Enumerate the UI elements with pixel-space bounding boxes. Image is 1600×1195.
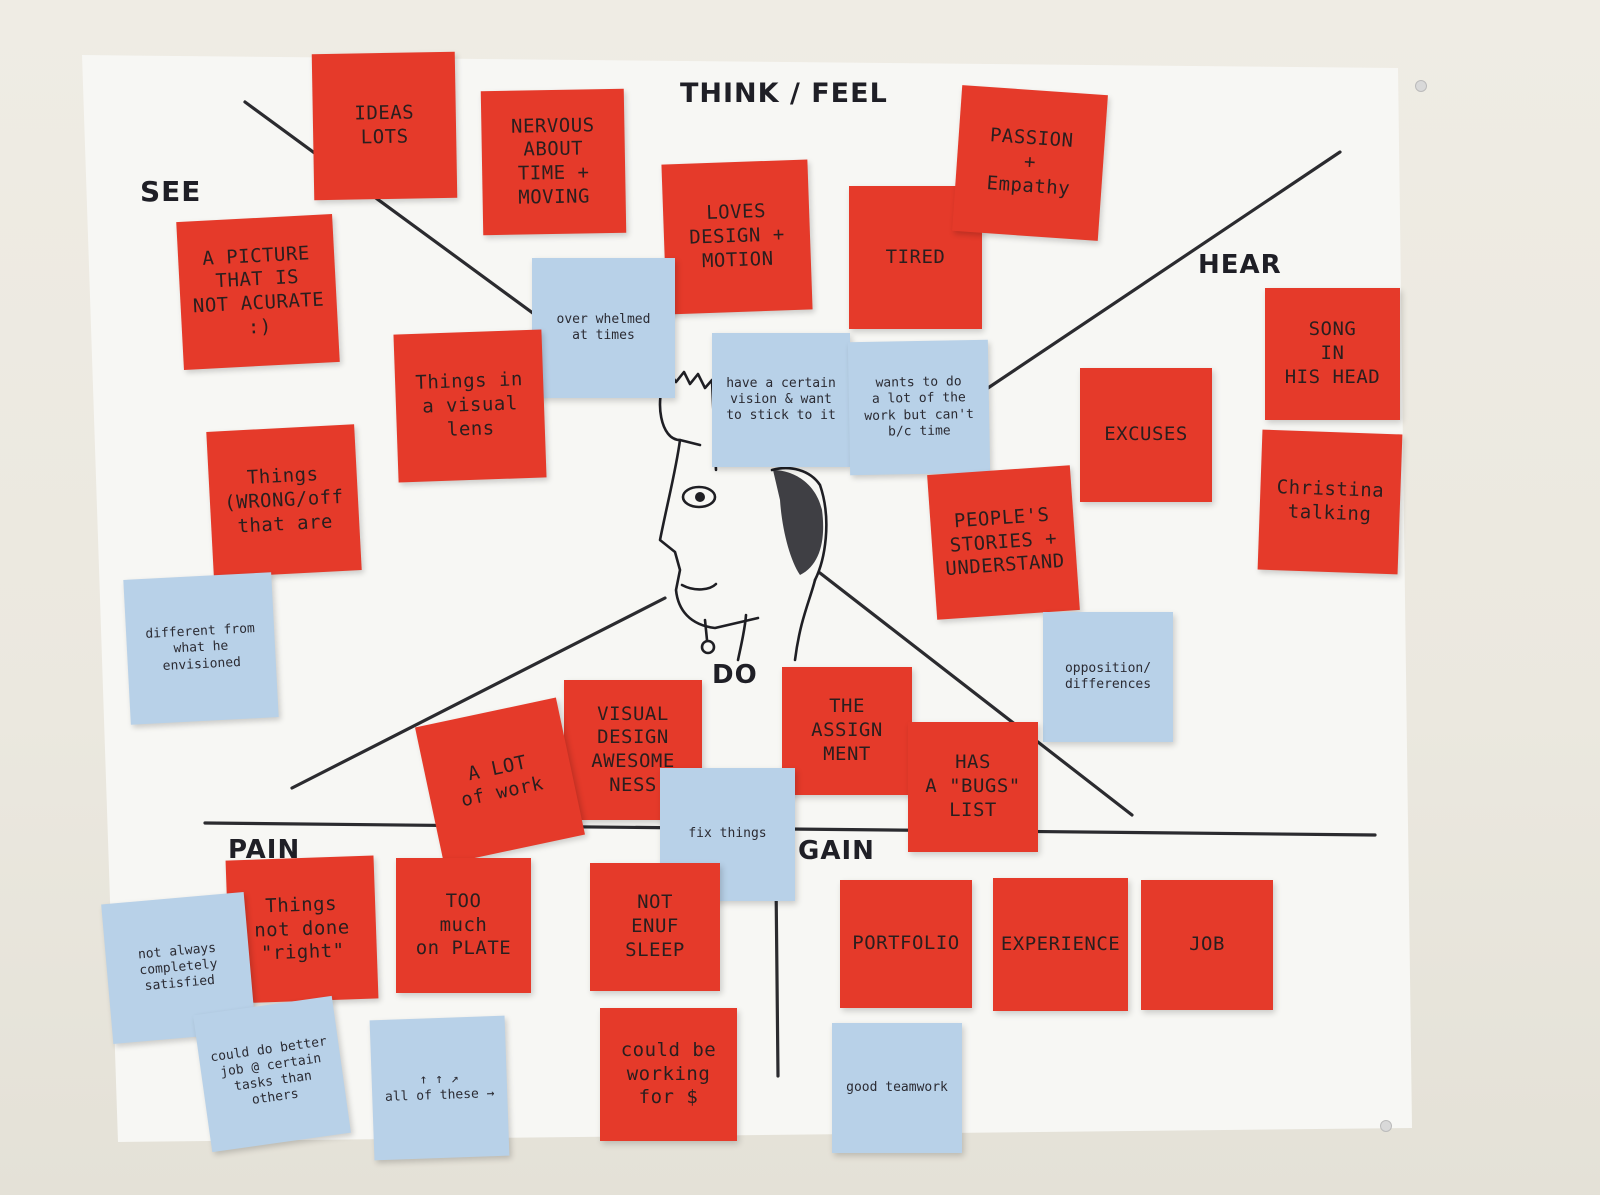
sticky-note: ↑ ↑ ↗ all of these → (369, 1015, 510, 1161)
head-sketch (658, 368, 828, 662)
sticky-note: PORTFOLIO (840, 880, 972, 1008)
sticky-note: NERVOUS ABOUT TIME + MOVING (480, 88, 627, 236)
sticky-note: opposition/ differences (1043, 612, 1173, 742)
sticky-note: Things in a visual lens (393, 329, 547, 483)
sticky-note: THE ASSIGN MENT (782, 667, 912, 795)
divider-think-hear (983, 150, 1342, 392)
sticky-note: could do better job @ certain tasks than… (193, 995, 351, 1153)
sticky-note: SONG IN HIS HEAD (1265, 288, 1400, 420)
sticky-note: NOT ENUF SLEEP (590, 863, 720, 991)
divider-hear-do (818, 571, 1134, 817)
divider-pain-gain-vertical (774, 878, 780, 1078)
label-think-feel: THINK / FEEL (680, 78, 888, 109)
sticky-note: IDEAS LOTS (311, 51, 458, 201)
label-hear: HEAR (1198, 250, 1282, 280)
sticky-note: could be working for $ (600, 1008, 737, 1141)
sticky-note: A LOT of work (415, 697, 585, 865)
sticky-note: good teamwork (832, 1023, 962, 1153)
label-see: SEE (140, 175, 202, 208)
push-pin (1415, 80, 1427, 92)
sticky-note: have a certain vision & want to stick to… (712, 333, 850, 467)
sticky-note: Christina talking (1257, 429, 1403, 575)
divider-see-think (243, 100, 562, 335)
sticky-note: PASSION + Empathy (952, 85, 1108, 241)
sticky-note: LOVES DESIGN + MOTION (661, 159, 813, 315)
sticky-note: wants to do a lot of the work but can't … (847, 339, 991, 476)
sticky-note: TOO much on PLATE (396, 858, 531, 993)
sticky-note: JOB (1141, 880, 1273, 1010)
label-do: DO (712, 660, 758, 690)
sticky-note: Things (WRONG/off that are (206, 424, 362, 578)
sticky-note: different from what he envisioned (123, 572, 279, 725)
sticky-note: VISUAL DESIGN AWESOME NESS (564, 680, 702, 820)
push-pin (1380, 1120, 1392, 1132)
sticky-note: over whelmed at times (532, 258, 675, 398)
sticky-note: A PICTURE THAT IS NOT ACURATE :) (176, 214, 340, 370)
sticky-note: HAS A "BUGS" LIST (908, 722, 1038, 852)
sticky-note: EXPERIENCE (993, 878, 1128, 1011)
sticky-note: EXCUSES (1080, 368, 1212, 502)
divider-see-do (290, 596, 667, 790)
label-gain: GAIN (798, 836, 875, 866)
sticky-note: PEOPLE'S STORIES + UNDERSTAND (927, 465, 1080, 620)
